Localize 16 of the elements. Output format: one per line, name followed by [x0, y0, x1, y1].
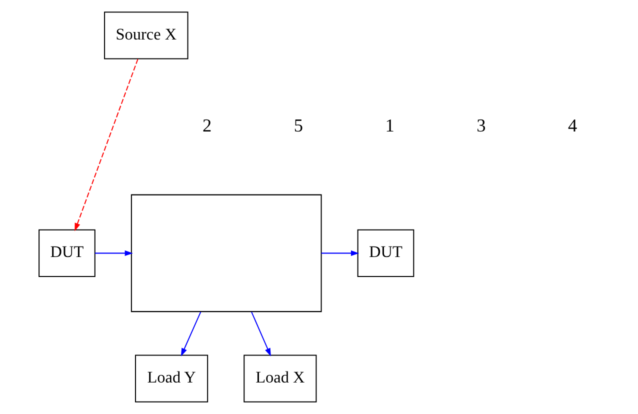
label: 1 — [384, 115, 394, 136]
arrow — [320, 250, 359, 256]
node-box: DUT — [38, 229, 95, 278]
label: 4 — [567, 115, 577, 136]
label: 3 — [476, 115, 486, 136]
node-box: Load X — [243, 354, 316, 402]
arrow — [180, 312, 201, 356]
node-box: Load Y — [134, 354, 208, 402]
node-box: DUT — [356, 229, 414, 278]
node-box — [130, 194, 322, 312]
label: 5 — [293, 115, 303, 136]
label: 2 — [202, 115, 212, 136]
arrow — [94, 250, 132, 256]
node-box: Source X — [104, 12, 188, 60]
arrow — [74, 58, 138, 232]
arrow — [250, 312, 270, 356]
